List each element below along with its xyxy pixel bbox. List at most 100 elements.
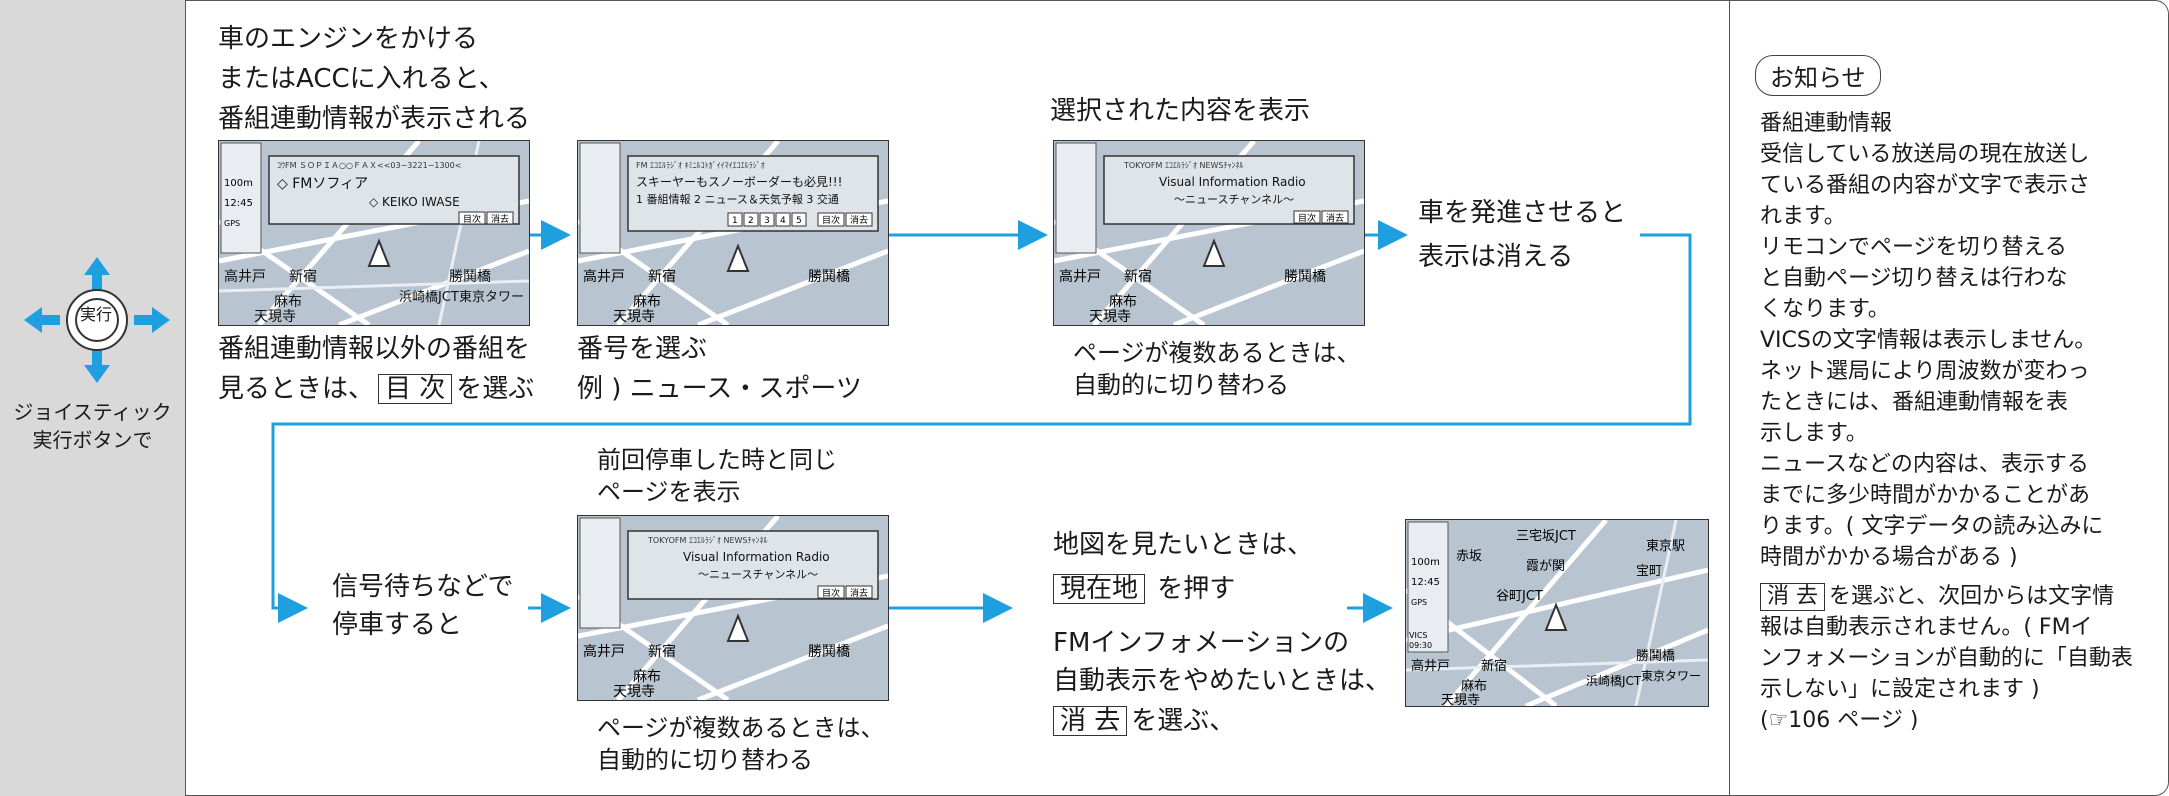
map-label: 勝鬨橋 [449, 269, 491, 285]
current-position-key: 現在地 [1053, 574, 1146, 604]
vics-time-label: 09:30 [1409, 641, 1432, 650]
above6-line2: ページを表示 [597, 478, 741, 506]
step1-line2: またはACCに入れると、 [218, 64, 505, 94]
screen2-line2: 1 番組情報 2 ニュース＆天気予報 3 交通 [636, 192, 839, 206]
below1-line2: 見るときは、目 次を選ぶ [218, 374, 535, 404]
nav-screen-1: ｺｳFM ＳＯＰＩＡ○○ＦＡＸ<<03−3221−1300< ◇ FMソフィア … [218, 140, 530, 326]
above3-line1: 選択された内容を表示 [1050, 96, 1311, 126]
below2-line1: 番号を選ぶ [577, 334, 708, 364]
notice-line: れます。 [1760, 204, 1846, 229]
notice-line: VICSの文字情報は表示しません。 [1760, 328, 2097, 353]
map-label: 東京駅 [1646, 538, 1685, 554]
notice-line: ンフォメーションが自動的に「自動表 [1760, 646, 2133, 671]
notice-line: 番組連動情報 [1760, 111, 1893, 136]
step4-line2: 表示は消える [1418, 242, 1574, 272]
map-label: 新宿 [289, 268, 317, 285]
step4-line1: 車を発進させると [1418, 198, 1627, 228]
notice-line: 受信している放送局の現在放送し [1760, 142, 2090, 167]
left-label-1: ジョイスティック [13, 400, 172, 424]
map-label: 高井戸 [224, 268, 266, 285]
below6-line1: ページが複数あるときは、 [597, 714, 885, 742]
map-label: 麻布 [633, 294, 661, 310]
notice-line: ネット選局により周波数が変わっ [1760, 359, 2090, 384]
notice-line: 報は自動表示されません。( FMイ [1760, 615, 2093, 640]
notice-line: までに多少時間がかかることがあ [1760, 483, 2091, 508]
notice-line: を選ぶと、次回からは文字情 [1829, 584, 2115, 609]
page-num: 4 [780, 216, 786, 226]
map-label: 三宅坂JCT [1516, 529, 1576, 544]
screen3-btn-index: 目次 [1298, 212, 1316, 224]
notice-line: ります。( 文字データの読み込みに [1760, 514, 2104, 539]
page-num: 5 [796, 216, 802, 226]
screen6-line2: 〜ニュースチャンネル〜 [698, 568, 818, 581]
below2-line2: 例 ) ニュース・スポーツ [577, 374, 862, 404]
gps-label: GPS [224, 219, 240, 228]
time-label: 12:45 [1411, 577, 1440, 588]
map-label: 浜崎橋JCT [1586, 674, 1642, 688]
map-label: 麻布 [633, 669, 661, 685]
step1-line1: 車のエンジンをかける [218, 24, 479, 54]
joystick-icon [24, 257, 170, 383]
nav-screen-3: TOKYOFM ｴｺｴﾙﾗｼﾞｵ NEWSﾁｬﾝﾈﾙ Visual Inform… [1053, 140, 1365, 326]
map-label: 霞が関 [1526, 559, 1565, 574]
screen1-btn-index: 目次 [463, 213, 481, 225]
map-label: 高井戸 [583, 268, 625, 285]
erase-key: 消 去 [1760, 583, 1825, 611]
screen2-line1: スキーヤーもスノーボーダーも必見!!! [636, 174, 842, 189]
joystick-center-label: 実行 [80, 305, 113, 324]
notice-title: お知らせ [1755, 55, 1881, 96]
screen1-header: ｺｳFM ＳＯＰＩＡ○○ＦＡＸ<<03−3221−1300< [277, 161, 461, 170]
gps-label: GPS [1411, 598, 1427, 607]
map-label: 天現寺 [1089, 309, 1131, 325]
map-label: 新宿 [648, 643, 676, 660]
screen6-line1: Visual Information Radio [683, 550, 830, 564]
screen3-line1: Visual Information Radio [1159, 175, 1306, 189]
below3-line2: 自動的に切り替わる [1073, 371, 1289, 399]
screen6-header: TOKYOFM ｴｺｴﾙﾗｼﾞｵ NEWSﾁｬﾝﾈﾙ [647, 536, 768, 545]
notice-line: たときには、番組連動情報を表 [1760, 390, 2069, 415]
step5-line2: 停車すると [332, 610, 463, 640]
map-label: 勝鬨橋 [808, 269, 850, 285]
map-label: 天現寺 [1441, 693, 1480, 706]
below6-line2: 自動的に切り替わる [597, 746, 813, 774]
step7-line3: FMインフォメーションの [1053, 628, 1350, 658]
step7-line2: 現在地 を押す [1053, 572, 1235, 606]
map-label: 新宿 [648, 268, 676, 285]
screen2-header: FM ｴｺｴﾙﾗｼﾞｵ ｷﾐﾆﾙｺﾄｶﾞｲｲﾏｲｴｺｴﾙﾗｼﾞｵ [636, 161, 765, 170]
left-label-2: 実行ボタンで [32, 428, 153, 452]
map-label: 高井戸 [1411, 658, 1450, 674]
screen1-line2: ◇ KEIKO IWASE [369, 195, 460, 209]
erase-key-2: 消 去 [1053, 706, 1128, 736]
nav-screen-map: 100m 12:45 GPS VICS 09:30 三宅坂JCT 赤坂 霞が関 … [1405, 519, 1709, 707]
notice-line: 示します。 [1760, 421, 1868, 446]
page-num: 1 [732, 216, 738, 226]
map-label: 麻布 [1109, 294, 1137, 310]
notice-line: くなります。 [1760, 297, 1890, 322]
map-label: 赤坂 [1456, 549, 1482, 564]
map-label: 新宿 [1481, 658, 1507, 674]
notice-line: ニュースなどの内容は、表示する [1760, 452, 2089, 477]
vics-label: VICS [1409, 631, 1428, 640]
map-label: 勝鬨橋 [1284, 269, 1326, 285]
map-label: 高井戸 [583, 643, 625, 660]
notice-line: ている番組の内容が文字で表示さ [1760, 173, 2091, 198]
screen3-line2: 〜ニュースチャンネル〜 [1174, 193, 1294, 206]
map-label: 宝町 [1636, 564, 1662, 579]
page-num: 3 [764, 216, 770, 226]
map-label: 天現寺 [613, 309, 655, 325]
map-label: 勝鬨橋 [1636, 649, 1675, 664]
screen1-line1: ◇ FMソフィア [277, 176, 368, 192]
left-panel: 実行 ジョイスティック 実行ボタンで [0, 0, 186, 796]
above6-line1: 前回停車した時と同じ [597, 446, 837, 474]
below3-line1: ページが複数あるときは、 [1073, 339, 1361, 367]
map-label: 勝鬨橋 [808, 644, 850, 660]
notice-line: リモコンでページを切り替える [1760, 235, 2067, 260]
step7-line4: 自動表示をやめたいときは、 [1053, 666, 1392, 696]
map-label: 浜崎橋JCT [399, 290, 459, 305]
screen1-btn-erase: 消去 [491, 213, 509, 225]
notice-line: と自動ページ切り替えは行わな [1760, 266, 2068, 291]
notice-panel [1729, 0, 2169, 796]
screen2-btn-erase: 消去 [850, 214, 868, 226]
scale-label: 100m [224, 178, 253, 189]
